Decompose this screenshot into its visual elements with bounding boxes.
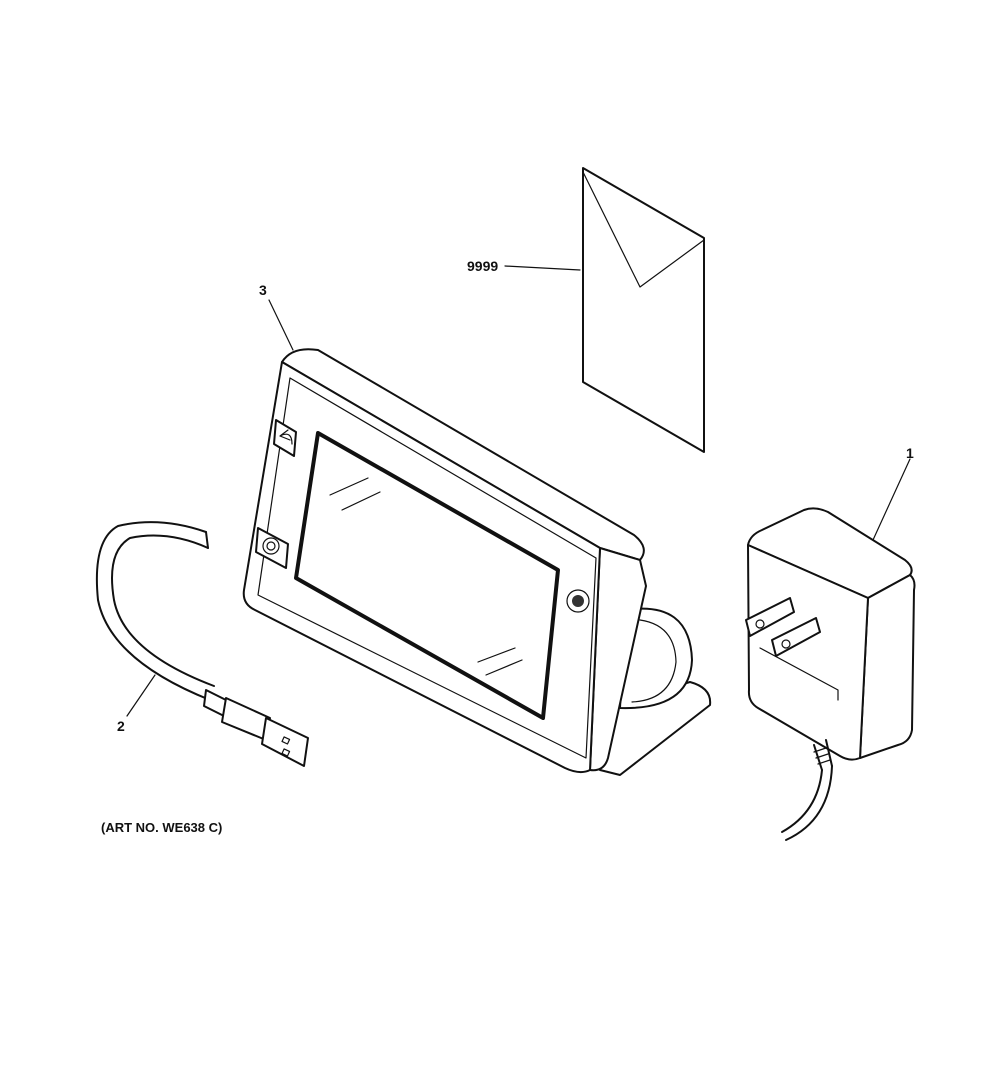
leader-line-2 (126, 674, 156, 717)
back-arrow-icon (273, 419, 297, 457)
usb-cable-illustration (95, 521, 309, 767)
callout-1: 1 (906, 445, 914, 461)
art-number: (ART NO. WE638 C) (101, 820, 223, 835)
envelope-illustration (504, 167, 705, 453)
display-unit-illustration (242, 299, 712, 776)
callout-2: 2 (117, 718, 125, 734)
callout-9999: 9999 (467, 258, 499, 274)
leader-line-3 (268, 299, 294, 351)
leader-line-9999 (504, 265, 581, 271)
callout-3: 3 (259, 282, 267, 298)
power-adapter-illustration (745, 458, 916, 841)
leader-line-1 (872, 458, 911, 541)
logo-icon (566, 589, 590, 613)
power-button-icon (255, 527, 289, 569)
